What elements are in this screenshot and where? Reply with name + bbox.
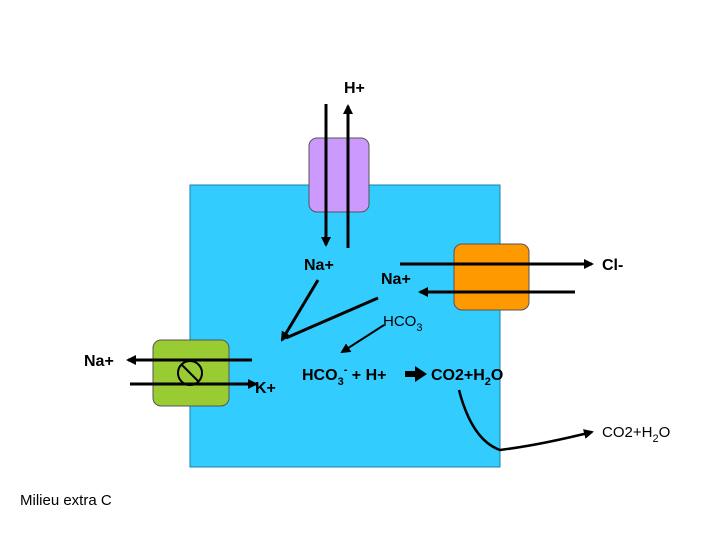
na-plus-outside-label: Na+ xyxy=(84,353,114,370)
reaction-product-label: CO2+H2O xyxy=(431,367,503,388)
cl-minus-label: Cl- xyxy=(602,257,623,274)
hco3-to-channel-arrow xyxy=(285,296,379,340)
milieu-label: Milieu extra C xyxy=(20,492,112,509)
na-to-channel-arrow xyxy=(280,279,320,342)
no-entry-icon xyxy=(177,360,203,386)
na-plus-inside-label: Na+ xyxy=(304,257,334,274)
reaction-label: HCO3- + H+ xyxy=(302,364,387,388)
h-plus-top-label: H+ xyxy=(344,80,365,97)
hco3-reaction-arrow xyxy=(340,324,385,354)
na-plus-exchanger-label: Na+ xyxy=(381,271,411,288)
cell-body xyxy=(189,184,501,468)
proton-pump-top xyxy=(308,137,370,213)
k-plus-label: K+ xyxy=(255,380,276,397)
bold-right-arrow-icon xyxy=(405,366,427,382)
co2-diffusion-arrow xyxy=(457,389,594,452)
hco3-inner-label: HCO3 xyxy=(383,313,422,334)
co2-out-label: CO2+H2O xyxy=(602,424,670,445)
cl-exchanger xyxy=(453,243,530,311)
